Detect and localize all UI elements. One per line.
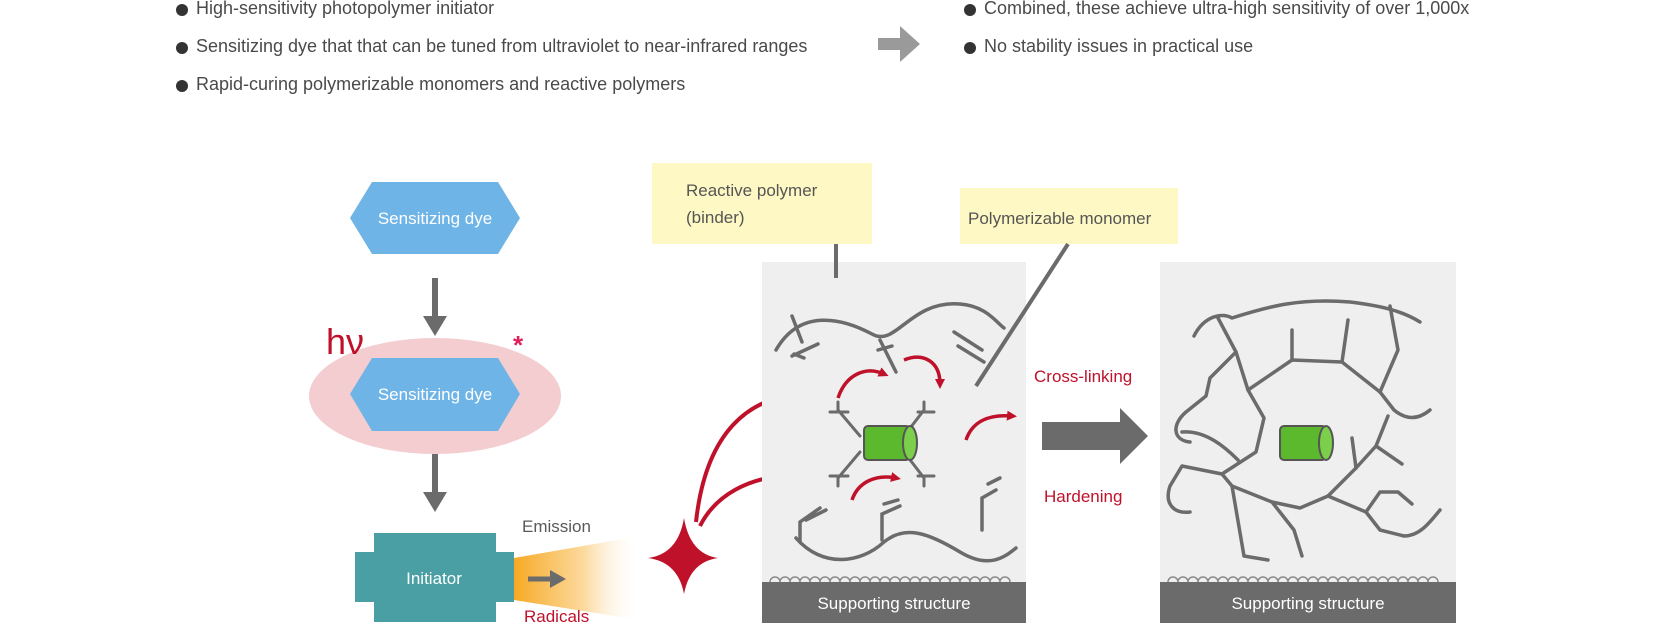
radicals-label: Radicals xyxy=(524,607,589,625)
reactive-polymer-label: Reactive polymer xyxy=(686,181,818,200)
process-arrow-icon xyxy=(1042,408,1148,464)
hv-label: hν xyxy=(326,321,364,362)
result-arrow-icon xyxy=(878,26,920,62)
emission-label: Emission xyxy=(522,517,591,536)
emission-beam xyxy=(514,536,640,620)
emission-arrow-icon xyxy=(528,570,566,588)
sensitizing-dye-label: Sensitizing dye xyxy=(378,209,492,228)
support-loops-right xyxy=(1167,576,1439,583)
radical-sparkle-icon xyxy=(648,518,718,594)
bullet-dot-icon xyxy=(176,4,188,16)
polymerizable-monomer-label: Polymerizable monomer xyxy=(968,209,1152,228)
bullet-dot-icon xyxy=(176,42,188,54)
crosslinked-network xyxy=(1166,299,1442,562)
reaction-arrow-icon xyxy=(850,472,901,501)
support-loops-left xyxy=(769,576,1011,583)
polymerizable-monomer-callout xyxy=(960,188,1178,244)
reaction-arrow-icon xyxy=(903,355,945,389)
reaction-arrow-icon xyxy=(964,410,1017,441)
cross-linking-label: Cross-linking xyxy=(1034,367,1132,386)
supporting-structure-left-label: Supporting structure xyxy=(817,594,970,613)
down-arrow-icon xyxy=(423,454,447,512)
hardening-label: Hardening xyxy=(1044,487,1122,506)
polymer-chains-left xyxy=(774,302,1018,563)
initiator-shape xyxy=(355,533,514,622)
support-bar-left xyxy=(762,582,1026,623)
polymerizable-monomer-leader xyxy=(974,242,1070,388)
excited-sensitizing-dye-label: Sensitizing dye xyxy=(378,385,492,404)
initiator-core-cylinder-icon xyxy=(1279,425,1334,461)
support-bar-right xyxy=(1160,582,1456,623)
sensitizing-dye-shape xyxy=(350,182,520,254)
excited-sensitizing-dye-shape xyxy=(350,358,520,431)
excited-asterisk: * xyxy=(513,330,524,360)
initiator-core-cylinder-icon xyxy=(863,425,918,461)
reactive-polymer-sublabel: (binder) xyxy=(686,208,745,227)
down-arrow-icon xyxy=(423,278,447,336)
initiator-label: Initiator xyxy=(406,569,462,588)
reaction-arrow-icon xyxy=(836,367,889,399)
supporting-structure-right-label: Supporting structure xyxy=(1231,594,1384,613)
bullet-dot-icon xyxy=(964,4,976,16)
reactive-polymer-callout xyxy=(652,163,872,244)
bullet-dot-icon xyxy=(964,42,976,54)
bullet-dot-icon xyxy=(176,80,188,92)
